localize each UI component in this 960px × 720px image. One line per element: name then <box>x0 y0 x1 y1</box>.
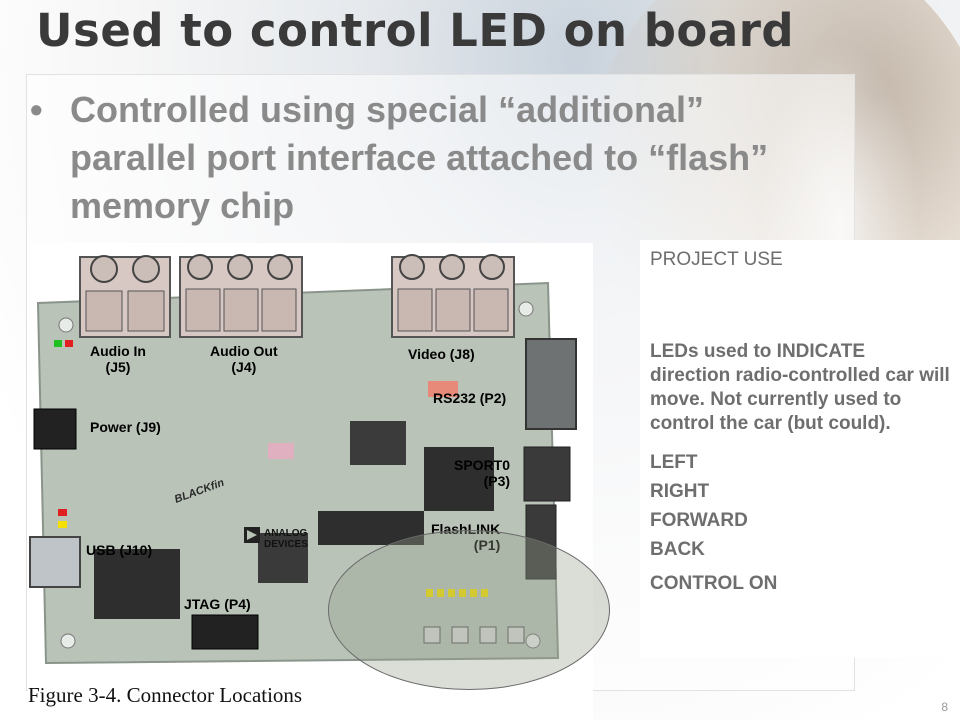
direction-item: BACK <box>650 539 705 560</box>
direction-list: LEFT RIGHT FORWARD BACK <box>650 448 950 564</box>
panel-header: PROJECT USE <box>650 249 783 270</box>
video-label: Video (J8) <box>408 346 475 362</box>
audio-in-ref: (J5) <box>105 359 131 375</box>
usb-label: USB (J10) <box>86 542 153 558</box>
sport0-label: SPORT0 (P3) <box>454 457 510 489</box>
chip <box>94 549 180 619</box>
slide-title: Used to control LED on board <box>36 4 795 57</box>
direction-item: LEFT <box>650 452 698 473</box>
panel-paragraph: LEDs used to INDICATE direction radio-co… <box>650 341 950 434</box>
rs232-label: RS232 (P2) <box>433 390 507 406</box>
bullet-icon: • <box>30 89 43 130</box>
usb-connector <box>29 536 81 588</box>
rs232-connector <box>525 338 577 430</box>
direction-item: RIGHT <box>650 481 710 502</box>
chip <box>350 421 406 465</box>
analog-devices-logo: ANALOG DEVICES <box>244 527 308 550</box>
page-number: 8 <box>941 700 948 714</box>
audio-out-connector <box>179 254 303 338</box>
green-led <box>54 340 62 347</box>
project-use-panel <box>640 240 960 658</box>
project-use-text: PROJECT USE LEDs used to INDICATE direct… <box>650 248 950 596</box>
audio-in-text: Audio In <box>90 343 146 359</box>
sport0-ref: (P3) <box>483 473 511 489</box>
sport0-connector <box>523 446 571 502</box>
sport0-text: SPORT0 <box>454 457 511 473</box>
red-led <box>65 340 73 347</box>
power-jack <box>33 408 77 450</box>
dip-switch <box>268 443 294 459</box>
audio-out-ref: (J4) <box>231 359 257 375</box>
bullet-point: • Controlled using special “additional” … <box>30 86 830 230</box>
jtag-label: JTAG (P4) <box>184 596 251 612</box>
audio-out-text: Audio Out <box>210 343 278 359</box>
chip <box>258 533 308 583</box>
jtag-header <box>191 614 259 650</box>
direction-item: FORWARD <box>650 510 748 531</box>
video-connector <box>391 254 515 338</box>
svg-text:ANALOG: ANALOG <box>264 528 308 539</box>
red-component <box>428 381 458 397</box>
figure-caption: Figure 3-4. Connector Locations <box>28 683 303 707</box>
bullet-text: Controlled using special “additional” pa… <box>70 89 769 226</box>
audio-in-connector <box>79 255 171 338</box>
control-on-item: CONTROL ON <box>650 573 778 594</box>
highlight-ellipse <box>328 530 610 690</box>
red-led <box>58 509 67 516</box>
yellow-led <box>58 521 67 528</box>
audio-out-label: Audio Out (J4) <box>210 343 278 375</box>
svg-text:DEVICES: DEVICES <box>264 539 308 550</box>
audio-in-label: Audio In (J5) <box>90 343 146 375</box>
power-label: Power (J9) <box>90 419 161 435</box>
chip <box>424 447 494 511</box>
